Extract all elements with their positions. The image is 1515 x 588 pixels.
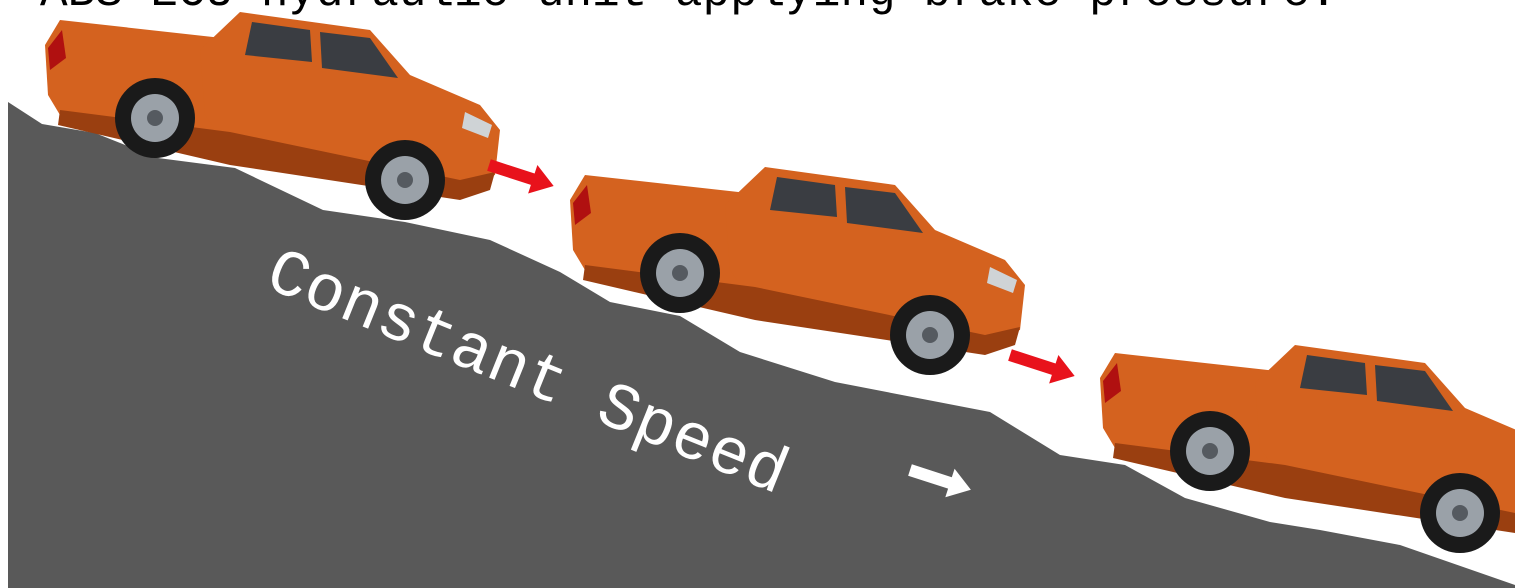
red-arrow-2 xyxy=(1005,341,1079,391)
